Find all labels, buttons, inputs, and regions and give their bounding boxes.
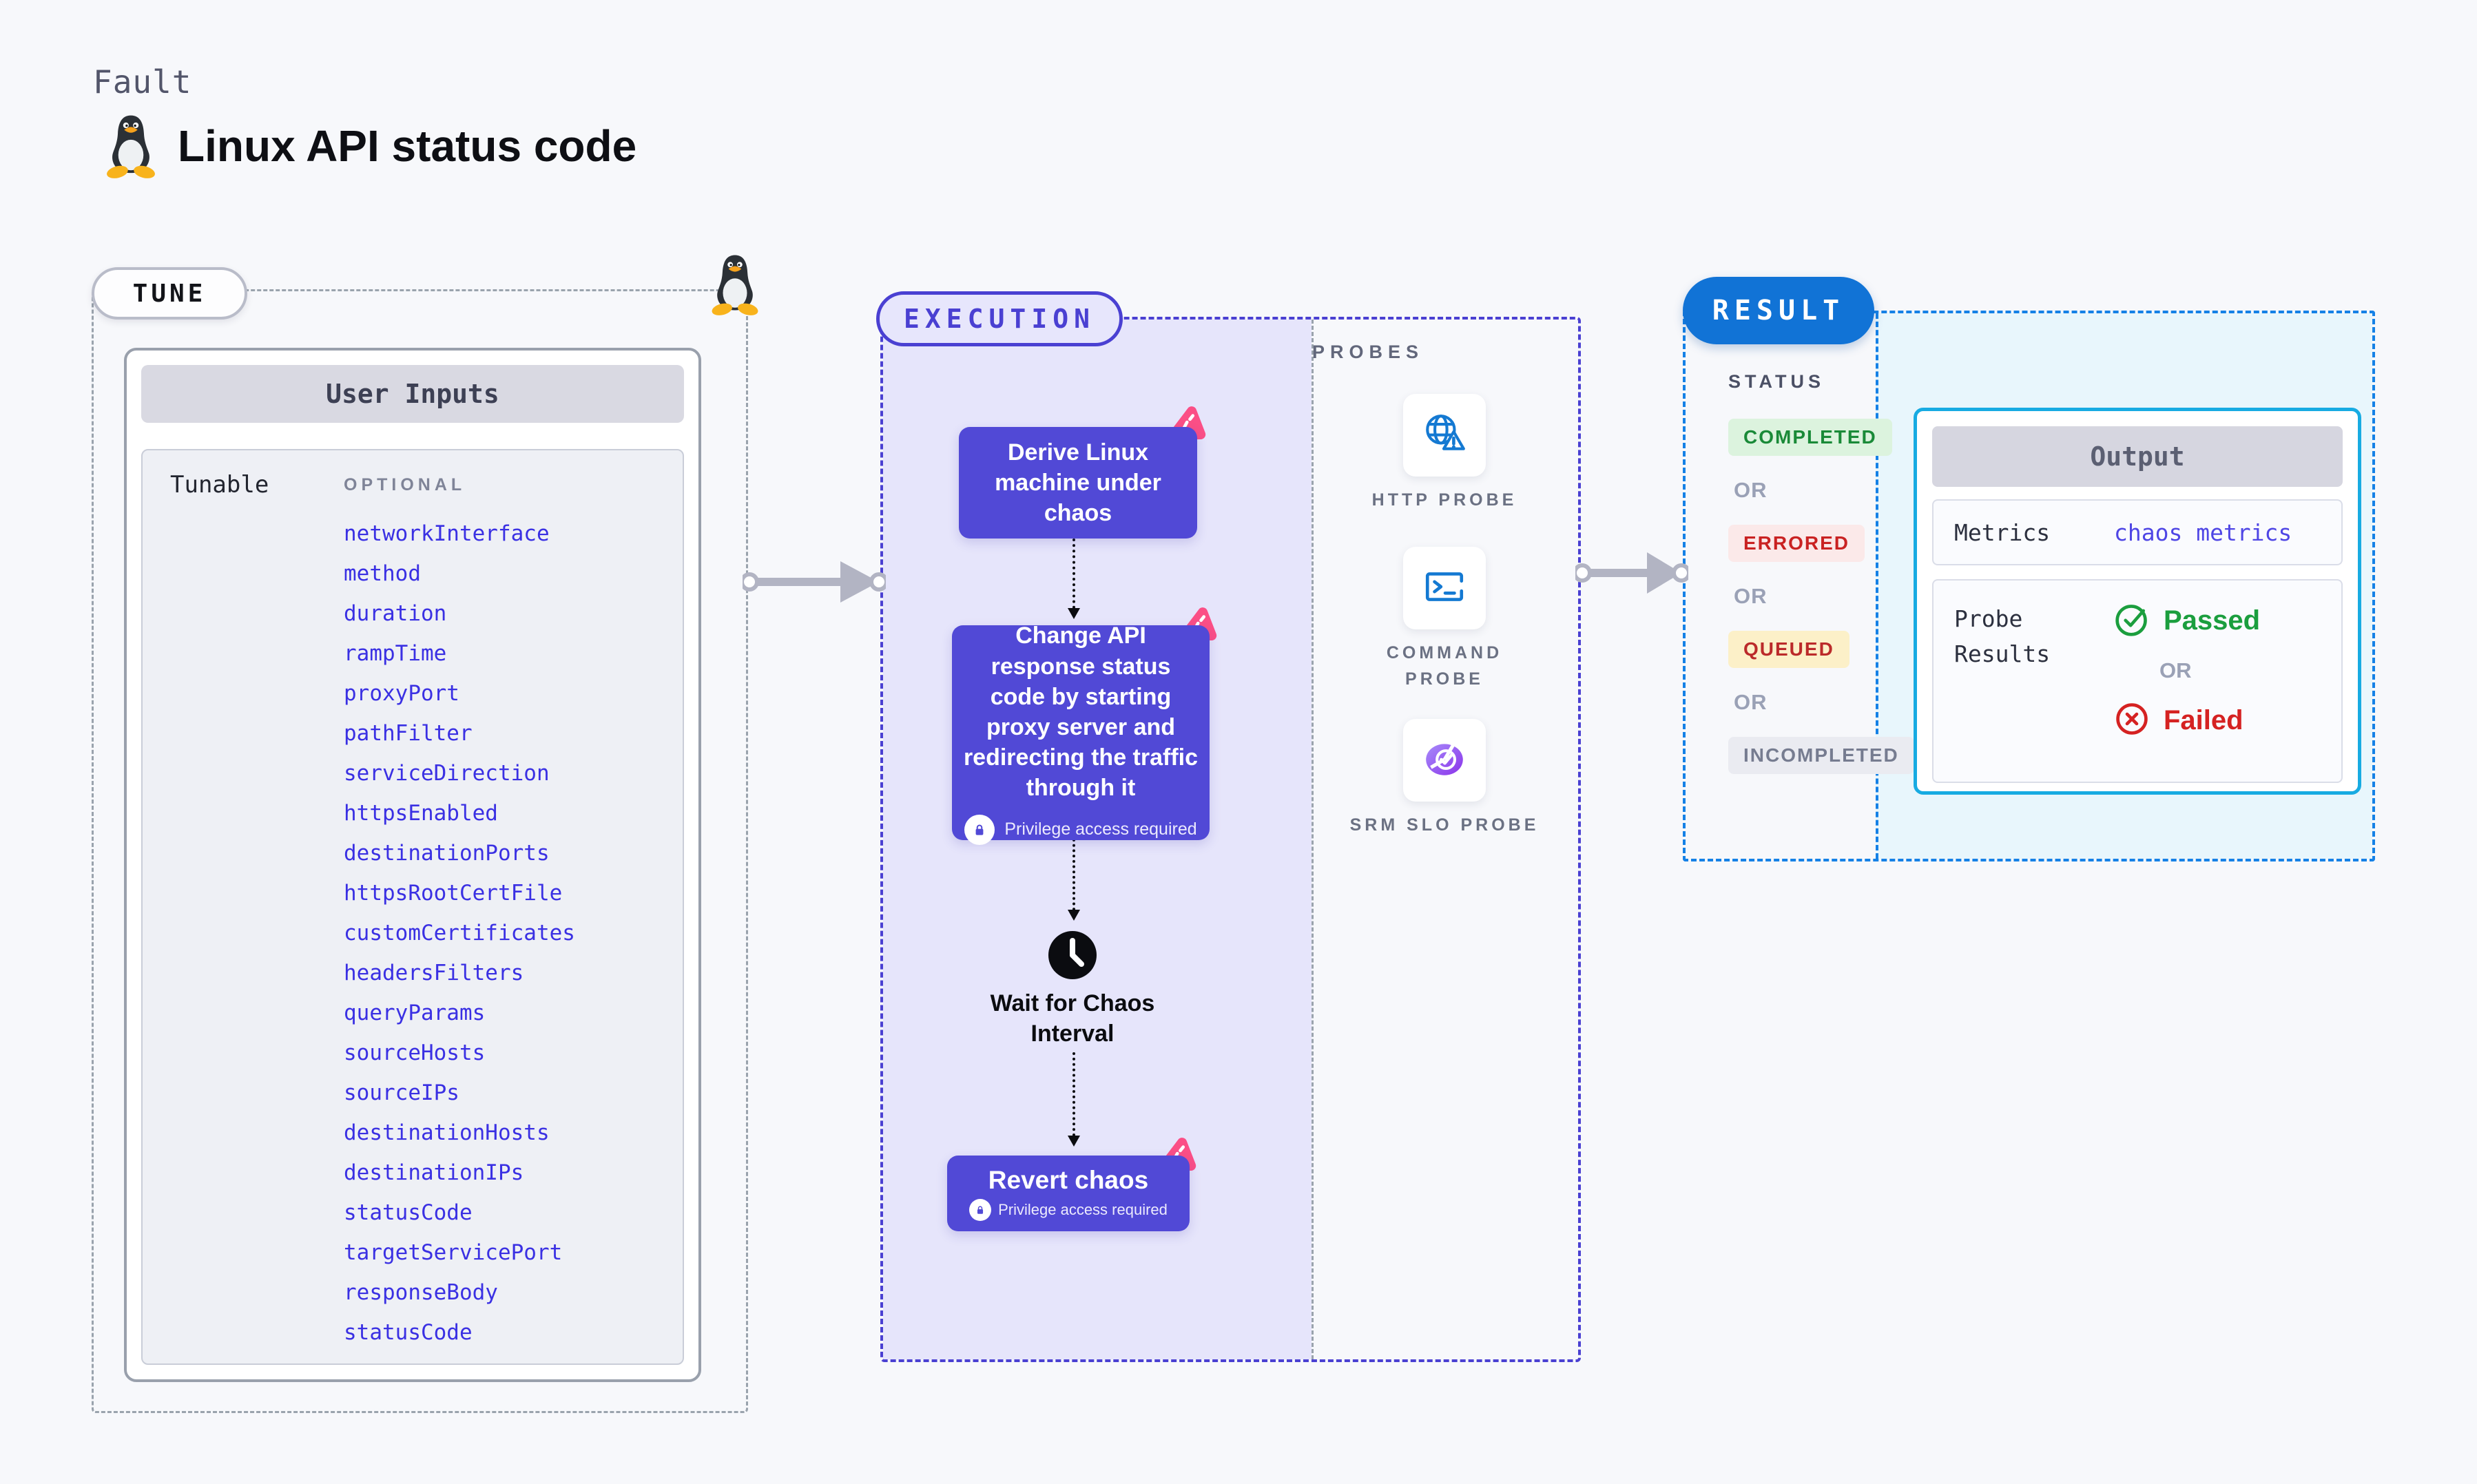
x-circle-icon — [2114, 701, 2150, 740]
tune-boundary — [92, 289, 748, 1413]
failed-label: Failed — [2164, 705, 2243, 735]
flow-arrow — [1068, 839, 1080, 921]
or-label: OR — [1734, 690, 1768, 714]
user-inputs-panel: User Inputs Tunable OPTIONAL networkInte… — [124, 348, 701, 1382]
or-label: OR — [1734, 584, 1768, 608]
param-link[interactable]: queryParams — [344, 1001, 486, 1025]
lock-icon — [964, 814, 995, 845]
probe-label: COMMAND PROBE — [1386, 643, 1503, 689]
probe-card — [1403, 547, 1486, 629]
probes-to-result-arrow — [1575, 552, 1688, 594]
param-link[interactable]: rampTime — [344, 641, 447, 666]
page-title: Linux API status code — [178, 121, 637, 171]
pie-check-icon — [1422, 736, 1467, 785]
param-link[interactable]: statusCode — [344, 1200, 473, 1225]
status-badge: ERRORED — [1728, 525, 1865, 562]
tune-badge: TUNE — [92, 267, 247, 320]
tune-to-execution-arrow — [743, 561, 886, 603]
param-link[interactable]: destinationHosts — [344, 1120, 550, 1145]
step-change-status-code: Change API response status code by start… — [952, 623, 1210, 845]
failed-row: Failed — [2114, 701, 2260, 740]
param-link[interactable]: destinationPorts — [344, 841, 550, 866]
param-link[interactable]: responseBody — [344, 1280, 498, 1305]
execution-badge: EXECUTION — [876, 291, 1123, 346]
param-link[interactable]: method — [344, 561, 421, 586]
result-badge: RESULT — [1683, 277, 1874, 344]
probes-label: PROBES — [1312, 342, 1424, 362]
probe-label: SRM SLO PROBE — [1349, 815, 1540, 835]
param-link[interactable]: sourceIPs — [344, 1080, 459, 1105]
output-box: Output Metrics chaos metrics Probe Resul… — [1914, 408, 2361, 795]
linux-tux-icon — [103, 114, 158, 178]
metrics-row: Metrics chaos metrics — [1932, 499, 2343, 565]
step-derive-machine: Derive Linux machine under chaos — [959, 427, 1197, 539]
status-label: STATUS — [1728, 371, 1825, 392]
privilege-note: Privilege access required — [964, 814, 1197, 845]
tunables-box: Tunable OPTIONAL networkInterface method d… — [141, 449, 684, 1365]
check-circle-icon — [2114, 601, 2150, 640]
param-link[interactable]: pathFilter — [344, 721, 473, 746]
output-header: Output — [1932, 426, 2343, 487]
param-link[interactable]: statusCode — [344, 1320, 473, 1345]
probe-card — [1403, 719, 1486, 802]
result-divider — [1876, 313, 1878, 859]
status-column: STATUS COMPLETED OR ERRORED OR QUEUED OR INCOM… — [1698, 311, 1914, 774]
param-link[interactable]: targetServicePort — [344, 1240, 563, 1265]
param-link[interactable]: headersFilters — [344, 961, 524, 985]
passed-row: Passed — [2114, 601, 2260, 640]
probe-results-row: Probe Results Passed OR — [1932, 579, 2343, 783]
privilege-note: Privilege access required — [969, 1199, 1168, 1221]
status-badge: COMPLETED — [1728, 419, 1892, 456]
lock-icon — [969, 1199, 992, 1221]
param-link[interactable]: sourceHosts — [344, 1041, 486, 1065]
globe-warning-icon — [1422, 411, 1467, 460]
chaos-metrics-link[interactable]: chaos metrics — [2114, 519, 2292, 546]
clock-icon — [1047, 930, 1098, 981]
or-label: OR — [2159, 658, 2192, 682]
probe-item: SRM SLO PROBE — [1348, 719, 1541, 839]
probes-divider — [1312, 320, 1314, 1359]
tunable-label: Tunable — [170, 471, 269, 499]
fault-eyebrow: Fault — [93, 63, 192, 101]
flow-arrow — [1068, 539, 1080, 619]
metrics-label: Metrics — [1954, 519, 2051, 546]
status-badge: INCOMPLETED — [1728, 737, 1914, 774]
probe-card — [1403, 394, 1486, 477]
param-link[interactable]: customCertificates — [344, 921, 575, 945]
title-row: Linux API status code — [103, 114, 636, 178]
status-list: COMPLETED OR ERRORED OR QUEUED OR INCOMPLETED — [1728, 419, 1914, 774]
flow-arrow — [1068, 1052, 1080, 1147]
step-revert-chaos: Revert chaos Privilege access required — [947, 1156, 1190, 1231]
optional-label: OPTIONAL — [344, 475, 466, 494]
param-link[interactable]: httpsRootCertFile — [344, 881, 563, 906]
or-label: OR — [1734, 478, 1768, 502]
probe-results-label: Probe Results — [1954, 605, 2051, 668]
param-link[interactable]: proxyPort — [344, 681, 459, 706]
user-inputs-header: User Inputs — [141, 365, 684, 423]
param-link[interactable]: duration — [344, 601, 447, 626]
param-link[interactable]: destinationIPs — [344, 1160, 524, 1185]
terminal-icon — [1422, 564, 1467, 613]
passed-label: Passed — [2164, 605, 2261, 636]
probe-item: HTTP PROBE — [1348, 394, 1541, 514]
wait-label: Wait for Chaos Interval — [990, 990, 1155, 1047]
param-link[interactable]: networkInterface — [344, 521, 550, 546]
param-list: networkInterface method duration rampTime pr… — [344, 514, 575, 1352]
status-badge: QUEUED — [1728, 631, 1849, 668]
probe-label: HTTP PROBE — [1371, 490, 1517, 510]
param-link[interactable]: serviceDirection — [344, 761, 550, 786]
linux-tux-icon — [708, 253, 762, 315]
param-link[interactable]: httpsEnabled — [344, 801, 498, 826]
probe-item: COMMAND PROBE — [1348, 547, 1541, 692]
